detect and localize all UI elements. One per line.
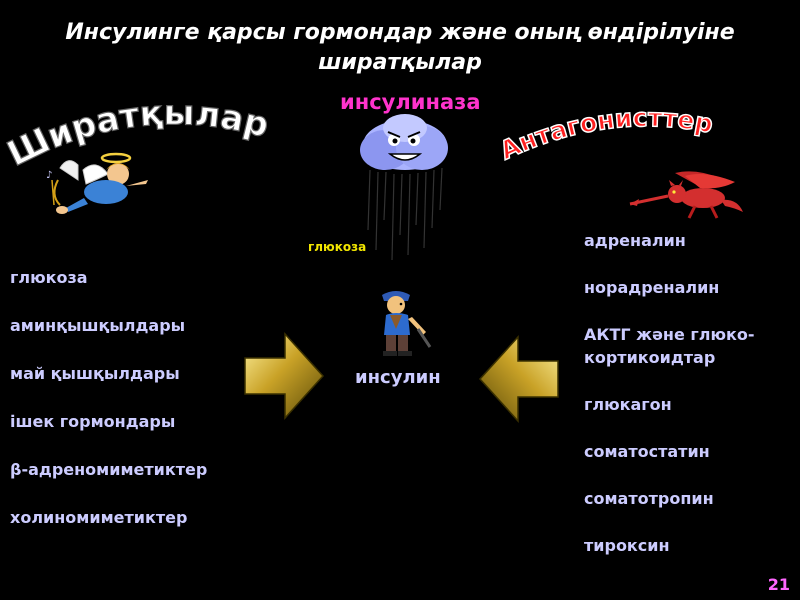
list-item: АКТГ және глюко-кортикоидтар <box>584 325 755 367</box>
list-item: глюкагон <box>584 395 672 414</box>
list-item: май қышқылдары <box>10 364 180 383</box>
list-item: β-адреномиметиктер <box>10 460 208 479</box>
insulinase-label: инсулиназа <box>340 90 481 114</box>
antagonists-heading: Антагонисттер <box>495 102 716 166</box>
svg-text:♪: ♪ <box>46 170 52 181</box>
worker-man-icon <box>382 291 432 356</box>
slide-title: Инсулинге қарсы гормондар және оның өнді… <box>65 20 735 75</box>
list-item: холиномиметиктер <box>10 508 188 527</box>
storm-cloud-icon <box>360 114 448 261</box>
list-item: глюкоза <box>10 268 88 287</box>
antagonists-heading-text: Антагонисттер <box>495 102 716 166</box>
list-item: ішек гормондары <box>10 412 176 431</box>
page-number: 21 <box>767 575 790 594</box>
red-devil-icon <box>629 171 743 219</box>
svg-text:Антагонисттер: Антагонисттер <box>496 103 716 165</box>
list-item: адреналин <box>584 231 686 250</box>
promoters-heading: Шиpатқылар <box>1 93 274 176</box>
list-item: аминқышқылдары <box>10 316 186 335</box>
antagonists-list: адреналин норадреналин АКТГ және глюко-к… <box>584 229 784 581</box>
list-item: соматотропин <box>584 489 714 508</box>
glucose-small-label: глюкоза <box>308 240 367 254</box>
left-arrow-icon <box>478 335 559 423</box>
list-item: тироксин <box>584 536 670 555</box>
promoters-list: глюкоза аминқышқылдары май қышқылдары іш… <box>10 267 207 555</box>
angel-icon: ♪ <box>46 152 148 214</box>
list-item: норадреналин <box>584 278 720 297</box>
list-item: соматостатин <box>584 442 710 461</box>
right-arrow-icon <box>244 332 325 420</box>
insulin-label: инсулин <box>355 367 441 388</box>
